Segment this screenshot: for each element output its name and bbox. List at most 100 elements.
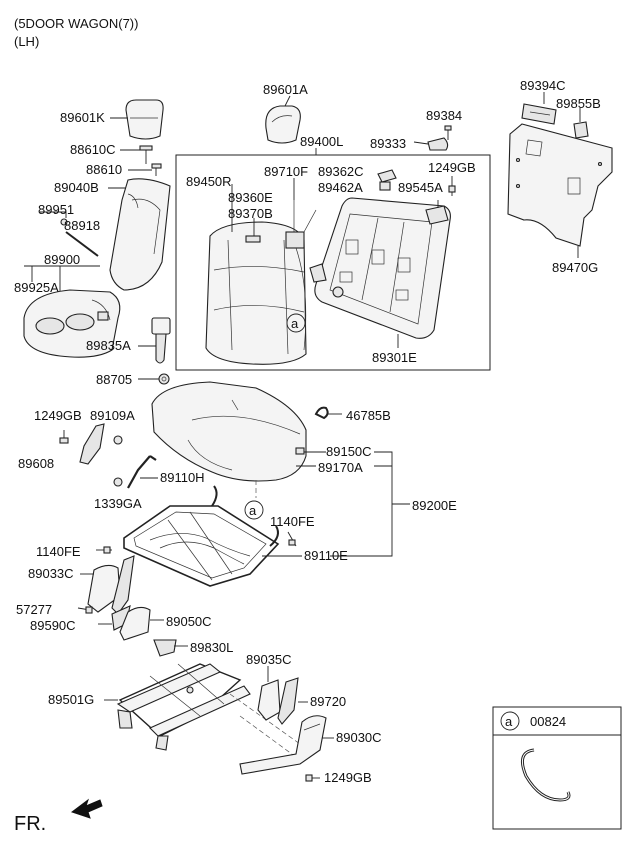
cushion-frame-89110e xyxy=(123,485,280,587)
strap-89830l xyxy=(153,639,177,657)
knob-89855b xyxy=(573,121,589,139)
label-88610c: 88610C xyxy=(70,142,116,157)
bracket-89394c xyxy=(521,103,557,125)
rod-88918 xyxy=(65,231,99,257)
bolt-1249gb-bottom xyxy=(305,774,320,782)
grommet-88705 xyxy=(158,373,170,385)
bolt-1249gb-top xyxy=(448,176,456,196)
svg-text:a: a xyxy=(291,316,299,331)
label-89601a: 89601A xyxy=(263,82,308,97)
armrest-89925a xyxy=(23,289,121,358)
headrest-guide-88610 xyxy=(151,163,162,176)
pin-89951 xyxy=(60,218,68,226)
bolt-1249gb-left xyxy=(59,430,69,444)
label-89301e: 89301E xyxy=(372,350,417,365)
label-89050c: 89050C xyxy=(166,614,212,629)
label-89501g: 89501G xyxy=(48,692,94,707)
seat-track-89501g xyxy=(116,663,251,751)
label-88705: 88705 xyxy=(96,372,132,387)
wire-clip-46785b xyxy=(314,406,329,420)
label-1140fe-left: 1140FE xyxy=(36,544,81,559)
label-46785b: 46785B xyxy=(346,408,391,423)
label-89200e: 89200E xyxy=(412,498,457,513)
label-89462a: 89462A xyxy=(318,180,363,195)
legend-part-code: 00824 xyxy=(530,714,566,729)
label-89830l: 89830L xyxy=(190,640,233,655)
label-89370b: 89370B xyxy=(228,206,273,221)
seatback-cover-89450r xyxy=(205,221,307,365)
label-89470g: 89470G xyxy=(552,260,598,275)
label-89450r: 89450R xyxy=(186,174,232,189)
wire-harness-89710f xyxy=(285,200,317,351)
screw-57277 xyxy=(77,606,93,614)
label-89900: 89900 xyxy=(44,252,80,267)
header-variant: (5DOOR WAGON(7)) xyxy=(14,16,138,31)
bolt-1140fe-right xyxy=(287,531,297,547)
recliner-cover-89033c xyxy=(87,555,135,615)
legend-box: a 00824 xyxy=(492,706,622,830)
label-89951: 89951 xyxy=(38,202,74,217)
clip-89462a xyxy=(379,181,391,191)
label-57277: 57277 xyxy=(16,602,52,617)
label-89400l: 89400L xyxy=(300,134,343,149)
nut-1339ga xyxy=(113,477,123,487)
front-label: FR. xyxy=(14,813,46,835)
hook-89608 xyxy=(79,423,105,465)
latch-89362c xyxy=(377,169,397,183)
screw-89384 xyxy=(444,125,452,140)
headrest-89601a xyxy=(265,105,301,144)
seatback-frame-89301e xyxy=(309,197,451,339)
wire-89110h xyxy=(127,455,157,489)
recliner-cover-89030c xyxy=(239,715,327,775)
hose-clip-00824 xyxy=(520,748,571,802)
side-cover-89040b xyxy=(109,178,171,291)
label-89033c: 89033C xyxy=(28,566,74,581)
svg-text:a: a xyxy=(249,503,257,518)
release-lever-89333 xyxy=(427,137,449,151)
label-89040b: 89040B xyxy=(54,180,99,195)
label-89384: 89384 xyxy=(426,108,462,123)
back-panel-89470g xyxy=(507,123,613,247)
label-89855b: 89855B xyxy=(556,96,601,111)
headrest-89601k xyxy=(125,99,164,140)
label-89362c: 89362C xyxy=(318,164,364,179)
label-89030c: 89030C xyxy=(336,730,382,745)
washer-89109a xyxy=(113,435,123,445)
label-89109a: 89109A xyxy=(90,408,135,423)
label-89925a: 89925A xyxy=(14,280,59,295)
seatbelt-buckle-89835a xyxy=(151,317,171,364)
bolt-1140fe-left xyxy=(96,546,112,554)
label-88918: 88918 xyxy=(64,218,100,233)
header-side: (LH) xyxy=(14,34,39,49)
legend-callout-a: a xyxy=(505,714,513,729)
label-89110e: 89110E xyxy=(304,548,348,563)
cover-89050c xyxy=(119,606,151,641)
label-1249gb-top: 1249GB xyxy=(428,160,476,175)
label-89360e: 89360E xyxy=(228,190,273,205)
label-89835a: 89835A xyxy=(86,338,131,353)
label-89590c: 89590C xyxy=(30,618,76,633)
recliner-89720 xyxy=(277,677,299,725)
callout-a-2: a xyxy=(244,500,264,520)
label-89545a: 89545A xyxy=(398,180,443,195)
label-1140fe-right: 1140FE xyxy=(270,514,315,529)
seat-cushion-89170a xyxy=(151,381,307,482)
label-89601k: 89601K xyxy=(60,110,105,125)
label-89170a: 89170A xyxy=(318,460,363,475)
label-1249gb-bottom: 1249GB xyxy=(324,770,372,785)
label-1339ga: 1339GA xyxy=(94,496,142,511)
label-88610: 88610 xyxy=(86,162,122,177)
label-89150c: 89150C xyxy=(326,444,372,459)
label-89394c: 89394C xyxy=(520,78,566,93)
label-89035c: 89035C xyxy=(246,652,292,667)
label-89608: 89608 xyxy=(18,456,54,471)
label-1249gb-left: 1249GB xyxy=(34,408,82,423)
callout-a-1: a xyxy=(286,313,306,333)
recliner-89035c xyxy=(257,679,281,721)
headrest-guide-88610c xyxy=(139,145,153,164)
label-89710f: 89710F xyxy=(264,164,308,179)
front-arrow-icon xyxy=(70,798,103,819)
front-direction-indicator: FR. xyxy=(14,798,103,835)
label-89720: 89720 xyxy=(310,694,346,709)
